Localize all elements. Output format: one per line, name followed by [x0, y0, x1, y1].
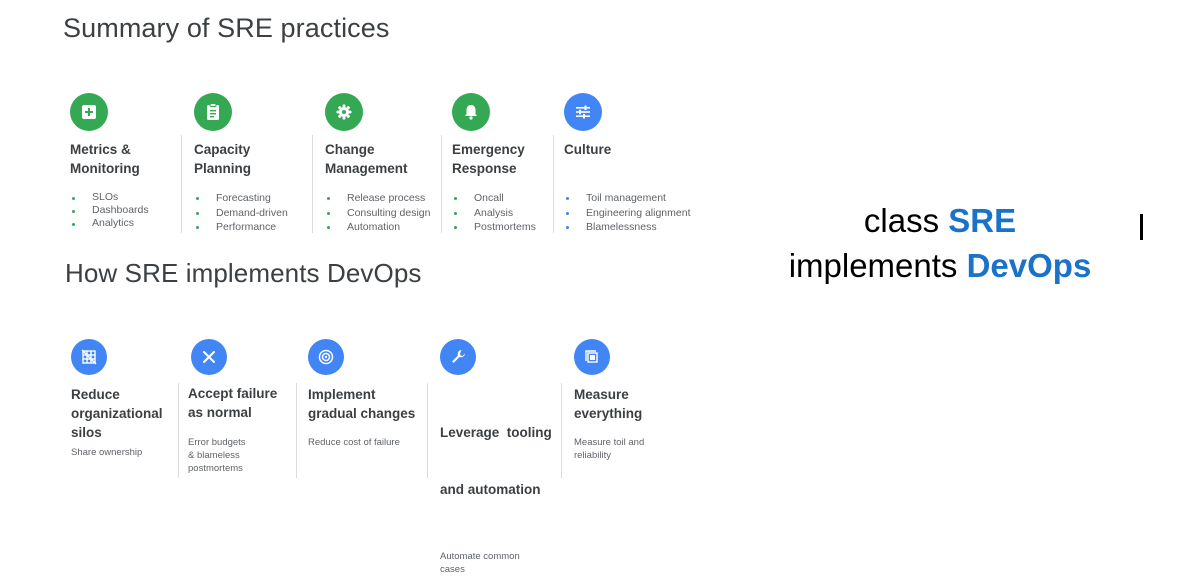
list-item: SLOs	[70, 191, 149, 204]
column-list: SLOs Dashboards Analytics	[70, 191, 149, 230]
divider	[427, 383, 428, 478]
column-list: Toil management Engineering alignment Bl…	[564, 191, 691, 235]
devops-column-failure: Accept failure as normal Error budgets &…	[188, 339, 277, 475]
column-heading: Metrics & Monitoring	[70, 142, 140, 176]
column-heading: Leverage tooling and automation	[440, 425, 552, 497]
column-list: Release process Consulting design Automa…	[325, 191, 430, 235]
summary-column-metrics: Metrics & Monitoring SLOs Dashboards Ana…	[70, 93, 149, 230]
column-description: Error budgets & blameless postmortems	[188, 437, 246, 474]
column-heading: Reduce organizational silos	[71, 387, 163, 440]
column-heading: Change Management	[325, 142, 408, 176]
list-item: Oncall	[452, 191, 536, 206]
wrench-icon	[440, 339, 476, 375]
list-item: Demand-driven	[194, 206, 288, 221]
side-caption: class SRE implements DevOps	[760, 198, 1120, 288]
list-item: Forecasting	[194, 191, 288, 206]
summary-column-change: Change Management Release process Consul…	[325, 93, 430, 235]
divider	[296, 383, 297, 478]
column-description: Measure toil and reliability	[574, 437, 645, 461]
list-item: Dashboards	[70, 204, 149, 217]
bell-icon	[452, 93, 490, 131]
column-heading: Emergency Response	[452, 142, 525, 176]
summary-column-culture: Culture Toil management Engineering alig…	[564, 93, 691, 235]
plus-box-icon	[70, 93, 108, 131]
column-heading: Accept failure as normal	[188, 386, 278, 420]
text-cursor	[1140, 214, 1143, 240]
measure-icon	[574, 339, 610, 375]
summary-title: Summary of SRE practices	[63, 13, 390, 43]
column-heading: Capacity Planning	[194, 142, 251, 176]
summary-column-capacity: Capacity Planning Forecasting Demand-dri…	[194, 93, 288, 235]
list-item: Analytics	[70, 217, 149, 230]
divider	[441, 135, 442, 233]
grid-icon	[71, 339, 107, 375]
divider	[553, 135, 554, 233]
column-description: Automate common cases	[440, 551, 520, 575]
column-description: Reduce cost of failure	[308, 437, 400, 448]
devops-title: How SRE implements DevOps	[65, 258, 422, 288]
column-heading: Culture	[564, 142, 612, 157]
sliders-icon	[564, 93, 602, 131]
devops-column-gradual: Implement gradual changes Reduce cost of…	[308, 339, 415, 449]
divider	[312, 135, 313, 233]
close-icon	[191, 339, 227, 375]
divider	[561, 383, 562, 478]
divider	[181, 135, 182, 233]
list-item: Performance	[194, 220, 288, 235]
list-item: Release process	[325, 191, 430, 206]
column-heading: Implement gradual changes	[308, 387, 416, 421]
list-item: Consulting design	[325, 206, 430, 221]
clipboard-icon	[194, 93, 232, 131]
devops-column-tooling: Leverage tooling and automation Automate…	[440, 339, 552, 576]
column-list: Oncall Analysis Postmortems	[452, 191, 536, 235]
list-item: Analysis	[452, 206, 536, 221]
column-description: Share ownership	[71, 447, 143, 458]
gear-icon	[325, 93, 363, 131]
devops-column-measure: Measure everything Measure toil and reli…	[574, 339, 644, 462]
side-line-1: class SRE	[863, 202, 1017, 239]
target-icon	[308, 339, 344, 375]
column-list: Forecasting Demand-driven Performance	[194, 191, 288, 235]
summary-column-emergency: Emergency Response Oncall Analysis Postm…	[452, 93, 536, 235]
list-item: Toil management	[564, 191, 691, 206]
list-item: Automation	[325, 220, 430, 235]
list-item: Postmortems	[452, 220, 536, 235]
divider	[178, 383, 179, 478]
side-line-2: implements DevOps	[788, 247, 1092, 284]
list-item: Blamelessness	[564, 220, 691, 235]
devops-column-silos: Reduce organizational silos Share owners…	[71, 339, 163, 459]
column-heading: Measure everything	[574, 387, 643, 421]
list-item: Engineering alignment	[564, 206, 691, 221]
